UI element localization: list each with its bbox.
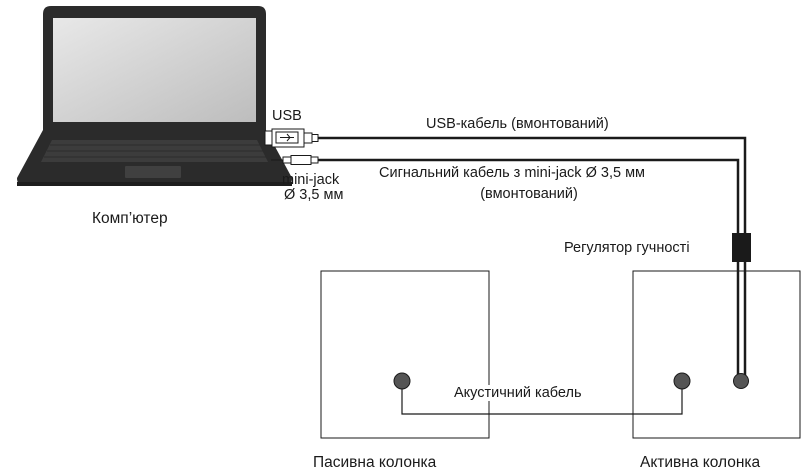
speaker-cable-line xyxy=(401,389,683,415)
active-speaker-box xyxy=(632,270,801,439)
signal-cable-label-line1: Сигнальний кабель з mini-jack Ø 3,5 мм xyxy=(379,165,646,181)
minijack-plug-icon xyxy=(271,155,319,165)
signal-cable-label-line2: (вмонтований) xyxy=(480,186,578,202)
usb-plug-icon xyxy=(264,128,319,148)
active-speaker-input-icon xyxy=(733,373,749,389)
volume-control-label: Регулятор гучності xyxy=(564,240,690,256)
passive-speaker-box xyxy=(320,270,490,439)
minijack-label-line2: Ø 3,5 мм xyxy=(284,187,344,203)
usb-cable-label: USB-кабель (вмонтований) xyxy=(426,116,609,132)
speaker-cable-label: Акустичний кабель xyxy=(451,385,585,401)
laptop-icon xyxy=(17,6,292,186)
computer-label: Комп’ютер xyxy=(92,210,168,227)
active-speaker-jack-icon xyxy=(673,372,691,390)
volume-control-icon xyxy=(732,233,751,262)
usb-label: USB xyxy=(272,108,302,124)
active-speaker-label: Активна колонка xyxy=(640,454,761,471)
passive-speaker-label: Пасивна колонка xyxy=(313,454,437,471)
minijack-label-line1: mini-jack xyxy=(282,172,340,188)
signal-cable-line xyxy=(318,158,740,376)
usb-cable-line xyxy=(318,136,747,376)
passive-speaker-jack-icon xyxy=(393,372,411,390)
